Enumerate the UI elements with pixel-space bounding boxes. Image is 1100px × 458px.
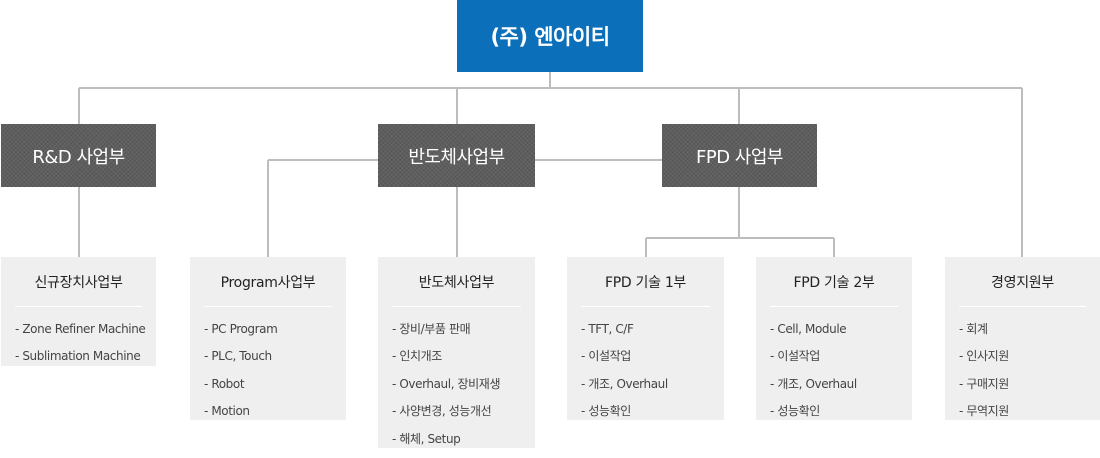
division-semiconductor: 반도체사업부 [378, 124, 535, 187]
division-rnd-label: R&D 사업부 [32, 146, 125, 168]
dept-item: - 무역지원 [959, 404, 1009, 419]
dept-item: - PC Program [204, 322, 278, 336]
dept-item-list: - TFT, C/F - 이설작업 - 개조, Overhaul - 성능확인 [581, 316, 710, 426]
dept-item: - Sublimation Machine [15, 349, 141, 364]
dept-item-list: - 장비/부품 판매 - 인치개조 - Overhaul, 장비재생 - 사양변… [392, 316, 521, 453]
dept-item: - Cell, Module [770, 322, 847, 336]
dept-item: - 해체, Setup [392, 431, 461, 446]
dept-item: - 인사지원 [959, 349, 1009, 364]
division-rnd: R&D 사업부 [1, 124, 156, 187]
dept-card-fpd-2: FPD 기술 2부 - Cell, Module - 이설작업 - 개조, Ov… [756, 257, 912, 420]
dept-title: FPD 기술 1부 [604, 275, 687, 291]
dept-divider [770, 306, 898, 307]
dept-item: - PLC, Touch [204, 349, 272, 364]
dept-title: 반도체사업부 [418, 275, 495, 291]
dept-card-management-support: 경영지원부 - 회계 - 인사지원 - 구매지원 - 무역지원 [945, 257, 1100, 420]
company-root-node: (주) 엔아이티 [457, 0, 643, 72]
dept-divider [581, 306, 710, 307]
dept-item: - 성능확인 [770, 404, 820, 419]
division-semiconductor-label: 반도체사업부 [408, 146, 505, 168]
dept-item: - 인치개조 [392, 349, 442, 364]
dept-item: - Motion [204, 404, 250, 419]
dept-item-list: - Cell, Module - 이설작업 - 개조, Overhaul - 성… [770, 316, 898, 426]
dept-item: - Robot [204, 376, 245, 391]
dept-divider [959, 306, 1086, 307]
dept-item: - 개조, Overhaul [770, 376, 857, 391]
dept-item: - 성능확인 [581, 404, 631, 419]
dept-item: - 장비/부품 판매 [392, 322, 471, 336]
dept-item: - Overhaul, 장비재생 [392, 376, 501, 391]
dept-card-semiconductor: 반도체사업부 - 장비/부품 판매 - 인치개조 - Overhaul, 장비재… [378, 257, 535, 448]
division-fpd-label: FPD 사업부 [696, 146, 783, 168]
dept-item: - Zone Refiner Machine [15, 322, 146, 336]
dept-divider [392, 306, 521, 307]
dept-title: FPD 기술 2부 [793, 275, 875, 291]
dept-card-new-equipment: 신규장치사업부 - Zone Refiner Machine - Sublima… [1, 257, 156, 366]
dept-item: - TFT, C/F [581, 322, 634, 336]
dept-card-fpd-1: FPD 기술 1부 - TFT, C/F - 이설작업 - 개조, Overha… [567, 257, 724, 420]
dept-item: - 개조, Overhaul [581, 376, 668, 391]
dept-item-list: - PC Program - PLC, Touch - Robot - Moti… [204, 316, 332, 426]
dept-item: - 이설작업 [581, 349, 631, 364]
dept-item: - 회계 [959, 322, 988, 336]
dept-title: 신규장치사업부 [34, 275, 123, 291]
dept-divider [204, 306, 332, 307]
dept-item-list: - 회계 - 인사지원 - 구매지원 - 무역지원 [959, 316, 1086, 426]
company-name: (주) 엔아이티 [490, 25, 610, 49]
dept-item: - 구매지원 [959, 376, 1009, 391]
dept-title: 경영지원부 [991, 275, 1054, 291]
dept-item-list: - Zone Refiner Machine - Sublimation Mac… [15, 316, 146, 371]
dept-card-program: Program사업부 - PC Program - PLC, Touch - R… [190, 257, 346, 420]
dept-title: Program사업부 [220, 275, 316, 291]
dept-item: - 이설작업 [770, 349, 820, 364]
division-fpd: FPD 사업부 [662, 124, 817, 187]
dept-divider [15, 306, 142, 307]
dept-item: - 사양변경, 성능개선 [392, 404, 492, 419]
